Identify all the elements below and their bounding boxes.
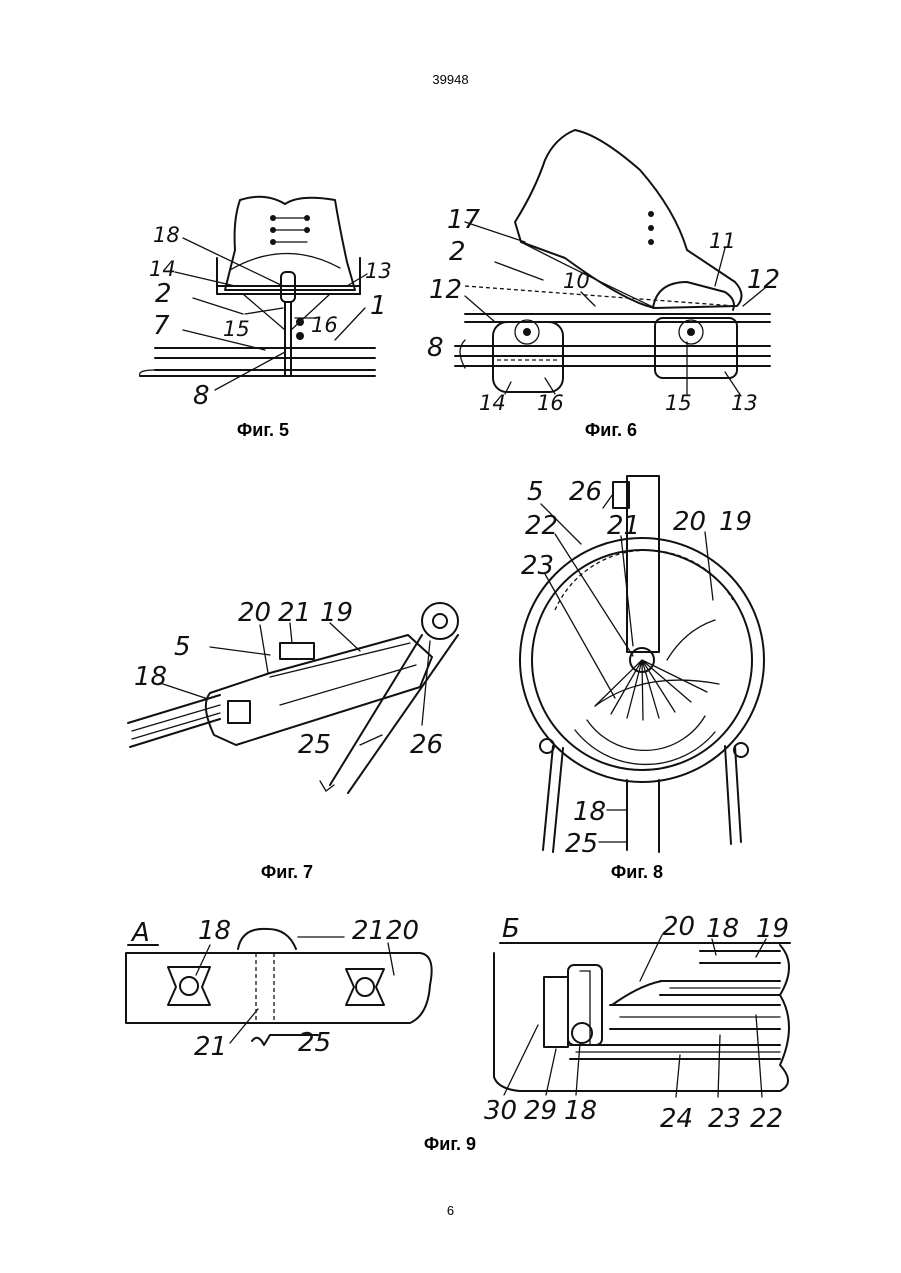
fig5-label-7: 7 — [153, 311, 170, 341]
fig9b-label-18-bottom: 18 — [564, 1096, 597, 1126]
fig6-label-2: 2 — [449, 237, 466, 267]
fig9b-label-20: 20 — [662, 912, 695, 942]
fig9-caption: Фиг. 9 — [370, 1134, 530, 1155]
pulley-26 — [422, 603, 458, 639]
fig9b-view-letter: Б — [502, 914, 520, 944]
lever-25 — [320, 635, 458, 793]
fig7-label-18: 18 — [134, 662, 167, 692]
clamp-right — [346, 969, 384, 1005]
fig8-label-26: 26 — [569, 477, 602, 507]
fig7-label-5: 5 — [174, 632, 191, 662]
fig8-label-18: 18 — [573, 797, 606, 827]
fig9b-label-19: 19 — [756, 914, 789, 944]
fig5-label-14: 14 — [149, 257, 176, 281]
fig9b-label-29: 29 — [524, 1096, 557, 1126]
fig6-label-10: 10 — [563, 269, 590, 293]
rotating-arm — [613, 476, 659, 672]
roller-block — [544, 965, 602, 1047]
fig6-label-12-right: 12 — [747, 265, 780, 295]
fig6-label-13: 13 — [731, 391, 758, 415]
fig6-label-12-left: 12 — [429, 275, 462, 305]
fig9b-label-18-top: 18 — [706, 914, 739, 944]
fig8-label-23: 23 — [521, 551, 554, 581]
spring-fan — [595, 660, 719, 720]
fig9a-label-21-bottom: 21 — [194, 1032, 227, 1062]
fig8-label-19: 19 — [719, 507, 752, 537]
fig8-label-22: 22 — [525, 511, 558, 541]
fig9a-label-20: 20 — [386, 916, 419, 946]
fig8-label-25: 25 — [565, 829, 598, 859]
fig7-label-20: 20 — [238, 598, 271, 628]
fig8-label-20: 20 — [673, 507, 706, 537]
figure-7-drawing: 20 21 19 5 18 25 26 — [120, 595, 470, 805]
fig8-label-5: 5 — [527, 477, 544, 507]
fig9b-label-30: 30 — [484, 1096, 517, 1126]
fig8-label-21: 21 — [607, 511, 640, 541]
fig5-label-1: 1 — [370, 291, 387, 321]
page-number: 6 — [0, 1203, 901, 1218]
boot-side-view — [515, 130, 742, 310]
fig6-caption: Фиг. 6 — [531, 420, 691, 441]
boot-front-view — [225, 197, 355, 290]
figure-8-drawing: 5 26 22 21 20 19 23 18 25 — [515, 470, 770, 862]
fig5-label-2: 2 — [155, 279, 172, 309]
fig5-label-16: 16 — [311, 313, 338, 337]
fig5-label-18: 18 — [153, 223, 180, 247]
patent-number: 39948 — [0, 72, 901, 87]
fig6-label-16: 16 — [537, 391, 564, 415]
figure-9-view-b-drawing: Б 20 18 19 30 29 18 24 23 22 — [480, 905, 820, 1135]
fig9a-label-21-top: 21 — [352, 916, 385, 946]
fig7-label-25: 25 — [298, 730, 331, 760]
fig5-label-8: 8 — [193, 381, 210, 411]
fig6-label-15: 15 — [665, 391, 692, 415]
fig9a-view-letter: А — [130, 918, 150, 948]
fig7-label-19: 19 — [320, 598, 353, 628]
fig6-label-14: 14 — [479, 391, 506, 415]
clamp-left — [168, 967, 210, 1005]
fig6-label-8: 8 — [427, 333, 444, 363]
fig9b-label-23: 23 — [708, 1104, 741, 1134]
fig6-label-17: 17 — [447, 205, 481, 235]
fig9a-label-18: 18 — [198, 916, 231, 946]
fig7-label-26: 26 — [410, 730, 443, 760]
fig5-label-13: 13 — [365, 259, 392, 283]
fig7-label-21: 21 — [278, 598, 311, 628]
figure-9-view-a-drawing: А 18 21 20 21 25 — [118, 905, 448, 1065]
fig9b-label-24: 24 — [660, 1104, 693, 1134]
fig5-caption: Фиг. 5 — [183, 420, 343, 441]
figure-5-drawing: 18 14 2 7 13 1 15 16 8 — [135, 190, 385, 415]
fig9b-label-22: 22 — [750, 1104, 783, 1134]
fig5-label-15: 15 — [223, 317, 250, 341]
fig9a-label-25: 25 — [298, 1028, 331, 1058]
fig8-caption: Фиг. 8 — [557, 862, 717, 883]
fig6-label-11: 11 — [709, 229, 736, 253]
fig7-caption: Фиг. 7 — [207, 862, 367, 883]
fig5-leaders — [175, 238, 367, 390]
figure-6-drawing: 17 2 10 11 12 12 8 14 16 15 13 — [425, 110, 795, 420]
